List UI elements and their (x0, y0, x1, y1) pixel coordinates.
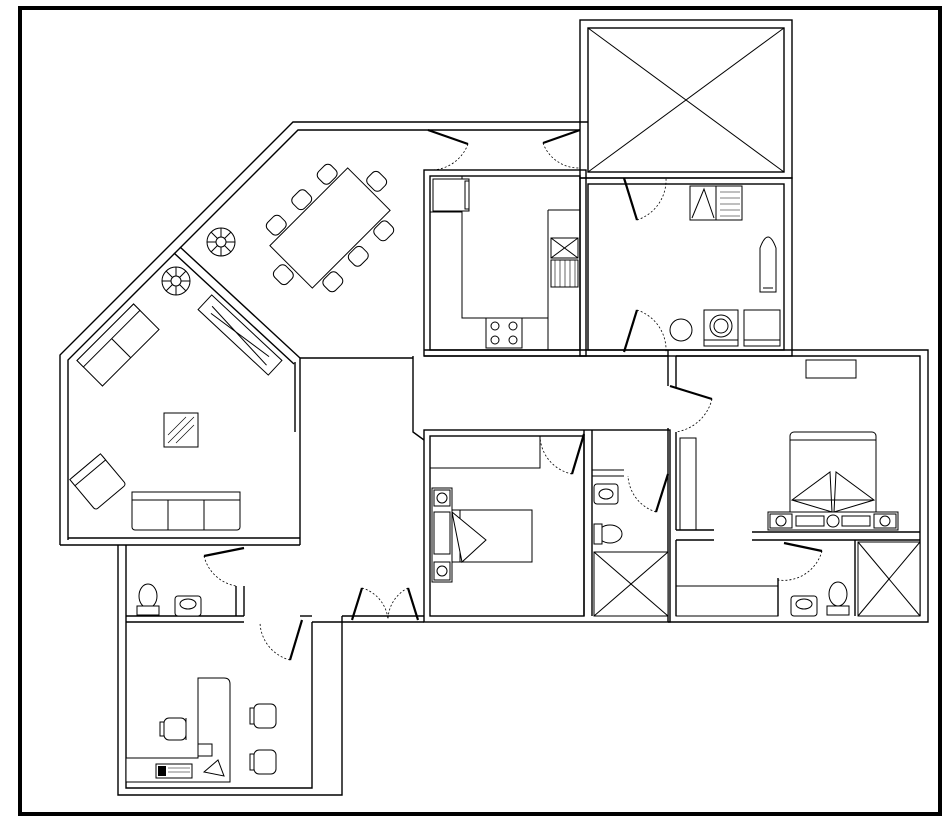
refrigerator-icon (432, 178, 470, 212)
door-swing-icon (539, 433, 670, 513)
outer-frame (18, 6, 942, 816)
sink-icon (550, 237, 579, 288)
washbasin-icon (790, 595, 818, 617)
coffee-table-icon (163, 412, 199, 448)
door-swing-icon (622, 177, 667, 353)
door-swing-icon (427, 128, 581, 171)
armchair-icon (69, 453, 126, 510)
dresser-icon (805, 359, 857, 379)
nightstand-icon (431, 487, 453, 583)
sofa-icon (76, 303, 160, 387)
toilet-icon (593, 523, 623, 545)
living-room (59, 121, 588, 546)
office-chair-icon (159, 717, 187, 741)
single-bed (451, 509, 533, 563)
sofa-icon (131, 491, 241, 531)
washbasin-icon (593, 483, 619, 505)
plant-icon (206, 227, 236, 257)
desk-icon (125, 677, 231, 783)
tv-unit-icon (197, 294, 283, 376)
corridor (412, 349, 668, 441)
toilet-icon (136, 583, 160, 616)
dining-table (265, 163, 395, 293)
washbasin-icon (174, 595, 202, 617)
balcony-void (579, 19, 793, 179)
chair-icon (265, 163, 395, 293)
plant-icon (161, 266, 191, 296)
toilet-icon (826, 581, 850, 616)
door-swing-icon (203, 546, 304, 661)
chair-icon (249, 703, 277, 775)
double-bed (789, 431, 877, 531)
stove-icon (485, 317, 523, 349)
door-swing-icon (669, 384, 823, 581)
shelf-icon (689, 185, 743, 221)
washing-machine-icon (703, 309, 739, 347)
entrance-door (342, 587, 424, 623)
shower-icon (593, 551, 669, 617)
bucket-icon (669, 318, 693, 342)
bedroom (423, 429, 671, 623)
dryer-icon (743, 309, 781, 347)
shower-icon (857, 541, 921, 617)
study-room (117, 545, 343, 796)
ironing-board-icon (759, 236, 777, 293)
nightstand-icon (767, 511, 899, 531)
